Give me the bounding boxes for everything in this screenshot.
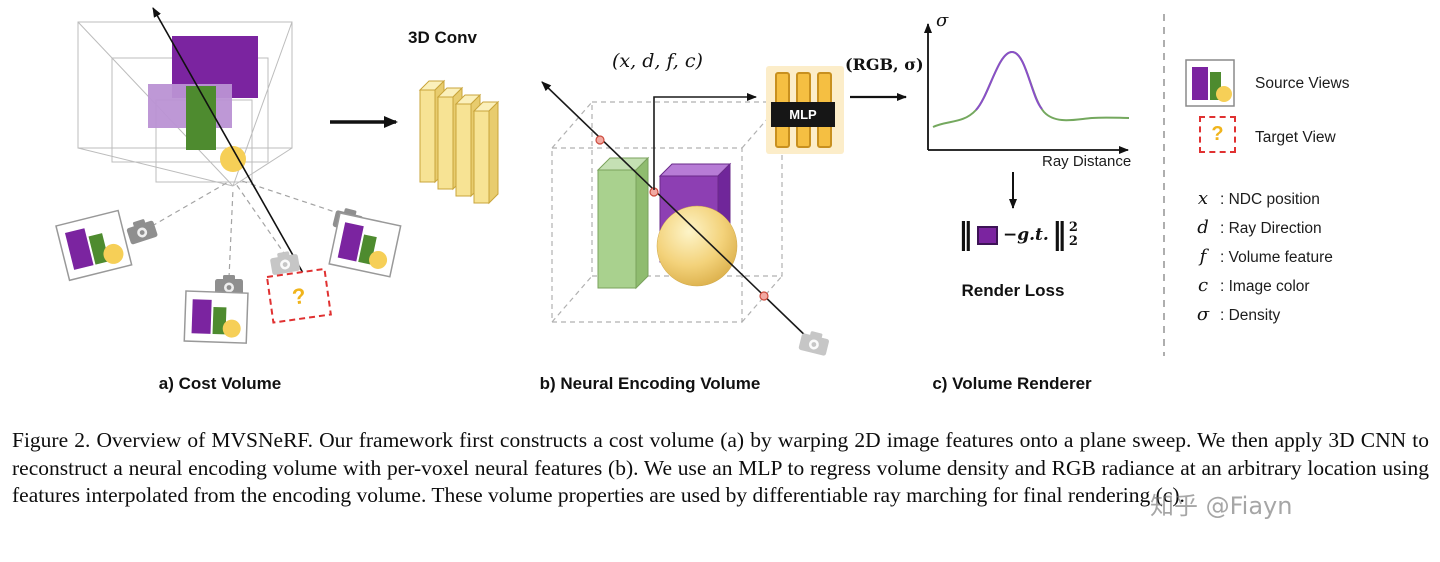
var-symbol: σ xyxy=(1196,304,1210,325)
camera-link-lines xyxy=(151,179,342,279)
norm-sup: 2 xyxy=(1068,220,1078,236)
var-symbol: c xyxy=(1197,275,1209,296)
conv3d-label: 3D Conv xyxy=(408,28,477,47)
diagram-canvas: ? xyxy=(55,7,1235,356)
conv3d-stack xyxy=(418,79,500,205)
target-view-icon: ? xyxy=(1199,116,1236,153)
y-axis-label: σ xyxy=(936,10,949,31)
source-view-thumbnail xyxy=(183,290,249,344)
source-views-icon xyxy=(1185,59,1235,107)
target-question-mark: ? xyxy=(291,283,308,310)
mlp-input-tuple: (x, d, f, c) xyxy=(612,50,703,72)
var-desc: : Density xyxy=(1220,307,1281,324)
var-desc: : NDC position xyxy=(1220,191,1320,208)
variable-legend: x : NDC position d : Ray Direction f : V… xyxy=(1192,188,1333,333)
cost-volume-panel: ? xyxy=(55,7,402,344)
legend-var-x: x : NDC position xyxy=(1192,188,1333,217)
target-view-label: Target View xyxy=(1255,129,1336,146)
source-view-thumbnail xyxy=(328,212,402,278)
scene-object-sphere xyxy=(220,146,246,172)
var-desc: : Ray Direction xyxy=(1220,220,1322,237)
var-desc: : Image color xyxy=(1220,278,1310,295)
figure-caption: Figure 2. Overview of MVSNeRF. Our frame… xyxy=(12,428,1429,508)
volume-renderer-panel xyxy=(924,23,1130,209)
camera-icon xyxy=(126,219,158,245)
render-loss-formula: ‖ −g.t. ‖ 2 2 xyxy=(958,220,1078,250)
watermark: 知乎 @Fiayn xyxy=(1150,492,1293,520)
target-view-thumbnail: ? xyxy=(265,267,332,324)
legend-var-c: c : Image color xyxy=(1192,275,1333,304)
var-symbol: f xyxy=(1199,246,1207,267)
mlp-block: MLP xyxy=(766,66,844,154)
var-symbol: x xyxy=(1197,188,1209,209)
var-symbol: d xyxy=(1197,217,1209,238)
panel-a-label: a) Cost Volume xyxy=(158,374,282,393)
norm-sub: 2 xyxy=(1068,234,1078,249)
x-axis-label: Ray Distance xyxy=(1042,153,1132,170)
legend-var-f: f : Volume feature xyxy=(1192,246,1333,275)
voxel-sphere xyxy=(656,205,738,287)
panel-b-label: b) Neural Encoding Volume xyxy=(539,374,761,393)
sample-to-mlp-connector xyxy=(653,93,757,190)
render-loss-label: Render Loss xyxy=(961,281,1065,300)
voxel-green-box xyxy=(596,156,650,290)
source-view-thumbnail xyxy=(55,209,133,282)
rendered-pixel-swatch xyxy=(977,225,998,245)
scene-object-green xyxy=(186,86,216,150)
target-question-mark: ? xyxy=(1211,123,1224,145)
encoding-volume-panel: MLP xyxy=(541,66,907,356)
density-curve-green xyxy=(932,50,1130,128)
sweep-plane-far xyxy=(77,21,293,149)
conv-layer xyxy=(472,100,500,205)
ground-truth-term: −g.t. xyxy=(1003,225,1049,245)
mlp-output-tuple: (RGB, σ) xyxy=(845,55,924,74)
mlp-label: MLP xyxy=(789,107,817,122)
camera-icon-ray xyxy=(798,331,829,356)
norm-open: ‖ xyxy=(958,217,973,252)
source-views-label: Source Views xyxy=(1255,75,1350,92)
density-curve-purple xyxy=(975,50,1043,111)
target-ray-arrow xyxy=(152,7,304,274)
norm-exponents: 2 2 xyxy=(1069,221,1078,248)
legend-var-d: d : Ray Direction xyxy=(1192,217,1333,246)
camera-icon-target xyxy=(270,251,300,275)
legend-var-sigma: σ : Density xyxy=(1192,304,1333,333)
norm-close: ‖ xyxy=(1051,217,1067,252)
panel-c-label: c) Volume Renderer xyxy=(932,374,1092,393)
var-desc: : Volume feature xyxy=(1220,249,1333,266)
